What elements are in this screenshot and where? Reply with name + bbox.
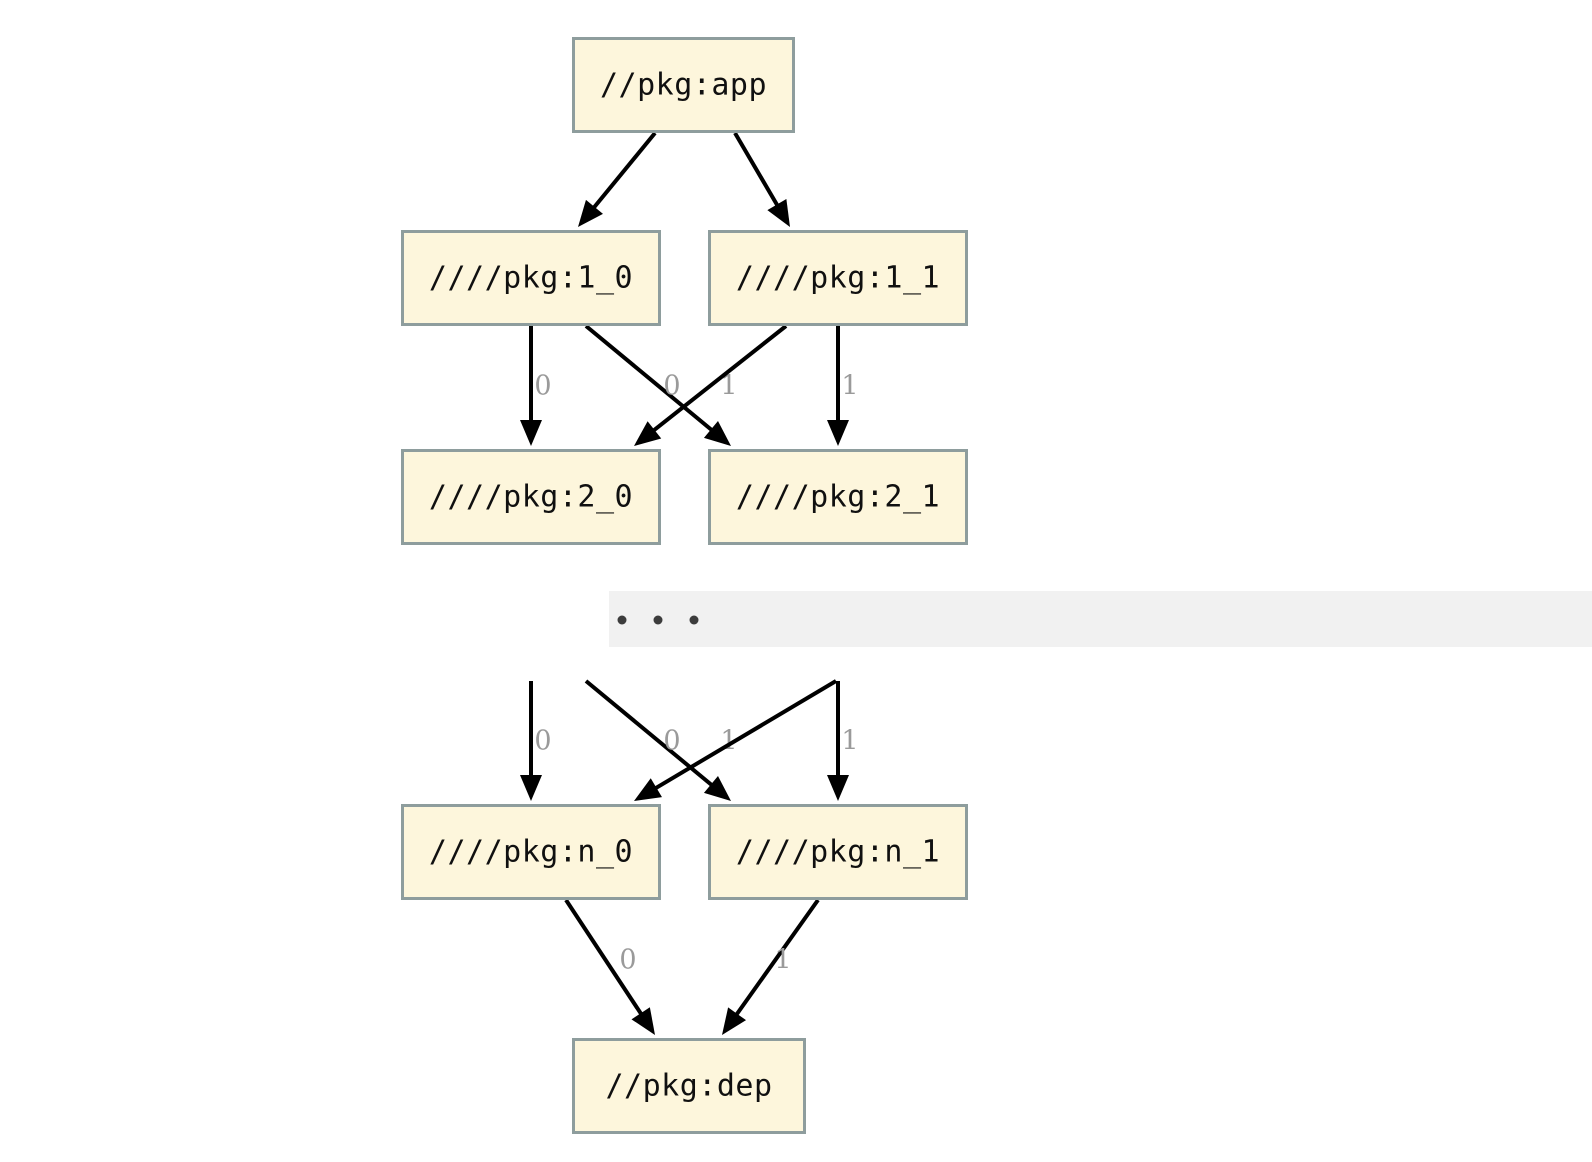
node-label: ////pkg:1_1	[736, 261, 940, 296]
node-label: ////pkg:n_1	[736, 835, 940, 870]
node-label: ////pkg:2_0	[429, 480, 633, 515]
node-box[interactable]	[401, 230, 661, 326]
edge-line	[564, 898, 646, 1020]
edge-line	[731, 898, 820, 1020]
node-box[interactable]	[401, 449, 661, 545]
edge-line	[589, 131, 657, 213]
edge-line	[584, 324, 717, 435]
edge-e-app-1_0	[578, 131, 657, 227]
node-box[interactable]	[708, 804, 968, 900]
node-l1_0[interactable]: ////pkg:1_0	[401, 230, 661, 326]
edge-line	[733, 131, 782, 211]
edge-arrowhead	[578, 199, 603, 227]
edge-arrowhead	[722, 1007, 747, 1035]
edge-arrowhead	[827, 420, 849, 446]
edge-arrowhead	[767, 199, 790, 227]
node-l2_1[interactable]: ////pkg:2_1	[708, 449, 968, 545]
edge-arrowhead	[703, 775, 731, 801]
node-box[interactable]	[572, 1038, 806, 1134]
node-box[interactable]	[708, 230, 968, 326]
edge-arrowhead	[520, 420, 542, 446]
node-box[interactable]	[708, 449, 968, 545]
ellipsis-dot-2	[689, 615, 699, 625]
edge-label: 1	[841, 726, 858, 757]
edge-arrowhead	[520, 775, 542, 801]
edge-label: 0	[534, 726, 551, 757]
edge-label: 0	[663, 726, 680, 757]
ellipsis-band	[609, 591, 1592, 647]
node-layer: //pkg:app ////pkg:1_0 ////pkg:1_1 ////pkg:2…	[401, 37, 968, 1134]
node-ln_1[interactable]: ////pkg:n_1	[708, 804, 968, 900]
ellipsis-dot-0	[617, 615, 627, 625]
node-label: //pkg:dep	[605, 1069, 772, 1104]
edge-label: 1	[774, 945, 791, 976]
edge-label: 1	[720, 371, 737, 402]
edge-line	[584, 679, 717, 790]
edge-arrowhead	[703, 420, 731, 446]
edge-arrowhead	[634, 421, 662, 446]
edge-e-app-1_1	[733, 131, 790, 227]
edge-label: 0	[534, 371, 551, 402]
ellipsis-dot-1	[653, 615, 663, 625]
edge-line	[648, 324, 788, 436]
edge-arrowhead	[631, 1007, 655, 1035]
ellipsis-section	[609, 591, 1592, 647]
node-box[interactable]	[572, 37, 795, 133]
edge-e-n_1-dep: 1	[722, 898, 820, 1035]
node-label: //pkg:app	[600, 68, 767, 103]
node-box[interactable]	[401, 804, 661, 900]
edge-e-dots-n_0: 0	[520, 681, 552, 801]
edge-arrowhead	[634, 778, 662, 801]
edge-e-n_0-dep: 0	[564, 898, 655, 1035]
edge-e-1_1-2_0: 0	[634, 324, 788, 446]
node-dep[interactable]: //pkg:dep	[572, 1038, 806, 1134]
edge-e-dots2-n_0: 0	[634, 679, 838, 801]
edge-label: 0	[619, 945, 636, 976]
node-label: ////pkg:1_0	[429, 261, 633, 296]
node-label: ////pkg:2_1	[736, 480, 940, 515]
node-ln_0[interactable]: ////pkg:n_0	[401, 804, 661, 900]
edge-e-dots2-n_1: 1	[827, 681, 859, 801]
node-label: ////pkg:n_0	[429, 835, 633, 870]
edge-label: 0	[663, 371, 680, 402]
edge-label: 1	[841, 371, 858, 402]
edge-e-1_1-2_1: 1	[827, 326, 859, 446]
node-l1_1[interactable]: ////pkg:1_1	[708, 230, 968, 326]
edge-e-1_0-2_1: 1	[584, 324, 738, 446]
edge-arrowhead	[827, 775, 849, 801]
edge-line	[650, 679, 838, 793]
node-app[interactable]: //pkg:app	[572, 37, 795, 133]
node-l2_0[interactable]: ////pkg:2_0	[401, 449, 661, 545]
edge-e-1_0-2_0: 0	[520, 326, 552, 446]
